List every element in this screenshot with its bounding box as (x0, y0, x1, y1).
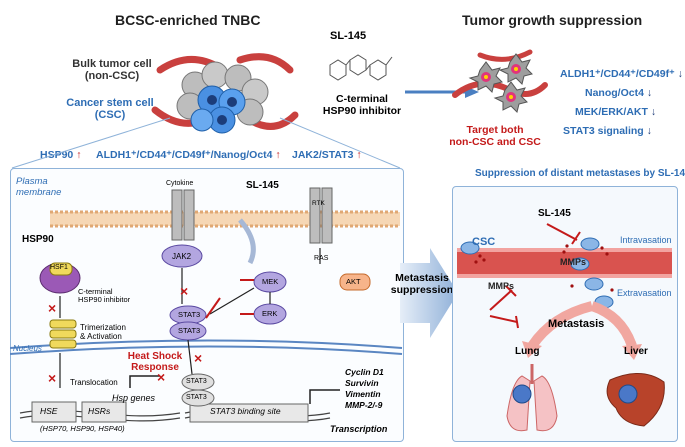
sl145-mech-label: SL-145 (246, 180, 279, 191)
target-cells-illustration (452, 49, 548, 113)
up-markers: ALDH1⁺/CD44⁺/CD49f⁺/Nanog/Oct4 ↑ (96, 149, 281, 161)
jak2-label: JAK2 (172, 252, 192, 261)
metastasis-diagram (457, 223, 672, 432)
svg-text:×: × (157, 369, 165, 385)
stat3-label-1: STAT3 (178, 310, 201, 319)
metastasis-suppression-label: Metastasis suppression (390, 272, 454, 296)
marker-3: MEK/ERK/AKT ↓ (575, 106, 657, 118)
hse-label: HSE (40, 406, 58, 416)
hsf1-label: HSF1 (50, 264, 68, 271)
metastasis-arrow-icon (400, 248, 458, 338)
sl145-structure-icon (329, 54, 393, 81)
svg-text:×: × (48, 300, 56, 316)
marker-4: STAT3 signaling ↓ (563, 125, 652, 137)
ras-label: RAS (314, 255, 329, 262)
svg-text:×: × (180, 283, 188, 299)
trimerization-label: Trimerization & Activation (80, 323, 126, 341)
erk-label: ERK (262, 309, 278, 318)
cytokine-label: Cytokine (166, 180, 194, 187)
target-both-label: Target both non-CSC and CSC (449, 124, 541, 148)
csc-label: Cancer stem cell (CSC) (66, 97, 154, 121)
plasma-membrane-label: Plasma membrane (16, 176, 62, 198)
metastasis-label: Metastasis (548, 318, 605, 330)
lung-label: Lung (515, 346, 540, 357)
stat3-binding-site-label: STAT3 binding site (210, 406, 281, 416)
mek-label: MEK (262, 277, 279, 286)
rtk-label: RTK (312, 200, 325, 207)
csc-right-label: CSC (472, 236, 496, 248)
svg-text:×: × (194, 350, 202, 366)
cterm-label: C-terminal HSP90 inhibitor (78, 287, 131, 304)
up-hsp90: HSP90 ↑ (40, 149, 82, 161)
distant-metastases-title: Suppression of distant metastases by SL-… (475, 168, 685, 179)
intravasation-label: Intravasation (620, 235, 672, 245)
stat3-label-2: STAT3 (178, 326, 201, 335)
target-genes-list: Cyclin D1 Survivin Vimentin MMP-2/-9 (345, 367, 384, 410)
mmps-label-2: MMPs (488, 281, 515, 291)
up-jak2-stat3: JAK2/STAT3 ↑ (292, 149, 362, 161)
marker-1: ALDH1⁺/CD44⁺/CD49f⁺ ↓ (560, 68, 683, 80)
stat3-label-4: STAT3 (186, 394, 207, 401)
drug-description: C-terminal HSP90 inhibitor (322, 93, 402, 117)
translocation-label: Translocation (70, 378, 118, 387)
akt-label: AKT (346, 277, 361, 286)
bcsc-title: BCSC-enriched TNBC (115, 12, 261, 28)
bulk-tumor-label: Bulk tumor cell (non-CSC) (72, 58, 152, 82)
extravasation-label: Extravasation (617, 288, 672, 298)
svg-text:×: × (48, 370, 56, 386)
mechanism-diagram: × × × × × (10, 187, 403, 423)
sl145-right-label: SL-145 (538, 208, 571, 219)
hsp-genes-label: Hsp genes (112, 393, 156, 403)
heat-shock-response-label: Heat Shock Response (127, 351, 183, 373)
marker-2: Nanog/Oct4 ↓ (585, 87, 653, 99)
nucleus-label: Nucleus (13, 344, 42, 353)
hsp-list-label: (HSP70, HSP90, HSP40) (40, 424, 125, 433)
mmps-label-1: MMPs (560, 257, 587, 267)
growth-suppression-title: Tumor growth suppression (462, 12, 643, 28)
transcription-label: Transcription (330, 424, 388, 434)
hsrs-label: HSRs (88, 406, 111, 416)
liver-label: Liver (624, 346, 648, 357)
stat3-label-3: STAT3 (186, 378, 207, 385)
hsp90-label: HSP90 (22, 234, 54, 245)
drug-name: SL-145 (330, 30, 367, 42)
tumor-illustration (151, 53, 299, 134)
